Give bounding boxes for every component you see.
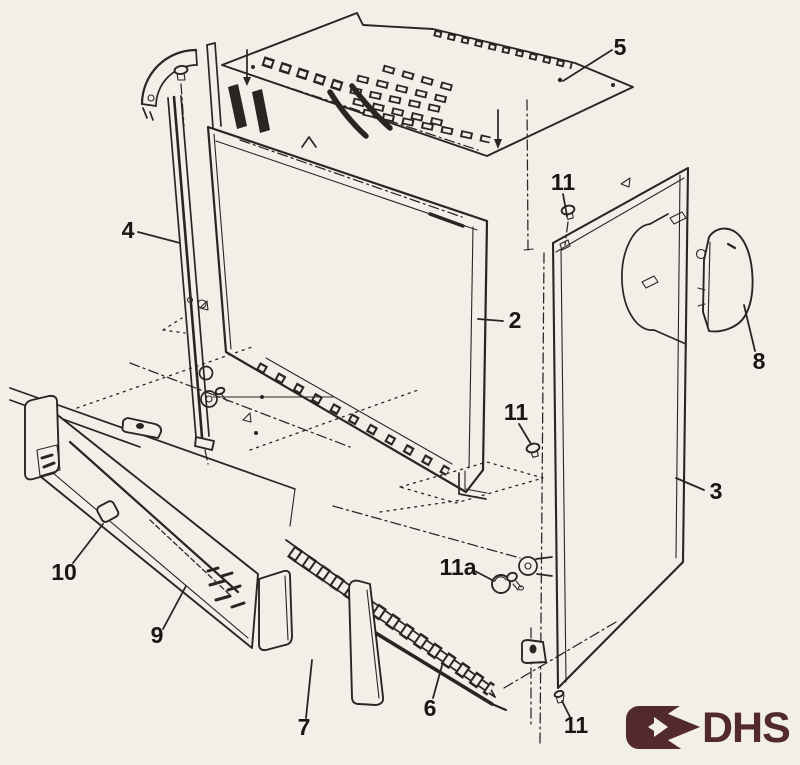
callout-labels: 5 11 4 2 8 11 3 11a 10 9 7 6 11 (51, 34, 765, 740)
callout-label-11a: 11a (439, 554, 476, 580)
screw-11-top (560, 204, 576, 220)
grommet-tab (518, 556, 553, 577)
bracket-screw (173, 64, 189, 127)
hinge-tab (121, 417, 163, 439)
vent-slots-front (261, 56, 345, 92)
corner-bracket (140, 48, 198, 121)
callout-label-6: 6 (424, 695, 437, 721)
bottom-tab-slots (255, 362, 451, 476)
part-right-side-panel (539, 166, 707, 745)
part-left-strut (140, 48, 215, 465)
part-front-bezel (23, 394, 293, 652)
vent-slots-center (349, 64, 491, 144)
bezel-left-endcap (23, 394, 61, 481)
base-chassis-lines (9, 346, 617, 725)
screw-11a-with-washer (491, 571, 525, 594)
callout-label-3: 3 (710, 478, 723, 504)
part-narrow-panel (348, 579, 385, 706)
screw-11-mid (525, 442, 541, 458)
power-button (96, 500, 120, 523)
callout-label-10: 10 (51, 559, 77, 585)
callout-label-4: 4 (122, 217, 135, 243)
arrow-right-logo-icon (626, 698, 700, 756)
callout-label-11-bottom: 11 (564, 712, 589, 738)
lower-tab-with-pin (520, 639, 547, 664)
callout-label-2: 2 (509, 307, 522, 333)
bezel-right-endcap (258, 569, 293, 652)
callout-label-8: 8 (753, 348, 766, 374)
part-side-cover-plate (697, 227, 754, 333)
callout-label-9: 9 (151, 622, 164, 648)
part-slotted-strip (285, 539, 496, 698)
alignment-pin (243, 49, 251, 86)
callout-label-5: 5 (614, 34, 627, 60)
screw-11-bottom (553, 690, 565, 704)
bezel-logo-marks (206, 566, 246, 609)
alignment-pin (494, 109, 502, 149)
callout-label-11-mid: 11 (504, 399, 529, 425)
dhs-logo-text: DHS (702, 704, 790, 752)
corner-screw (214, 386, 228, 402)
dhs-logo: DHS (626, 698, 791, 756)
callout-leaders (72, 49, 756, 720)
part-top-cover (221, 12, 634, 251)
rear-frame-detail (206, 42, 393, 139)
vent-slots-rear-tab (433, 29, 573, 70)
crt-cutout (621, 211, 707, 345)
callout-label-7: 7 (298, 714, 311, 740)
part-main-panel (197, 125, 489, 500)
callout-label-11-top: 11 (551, 169, 576, 195)
strip-slots (287, 545, 495, 696)
